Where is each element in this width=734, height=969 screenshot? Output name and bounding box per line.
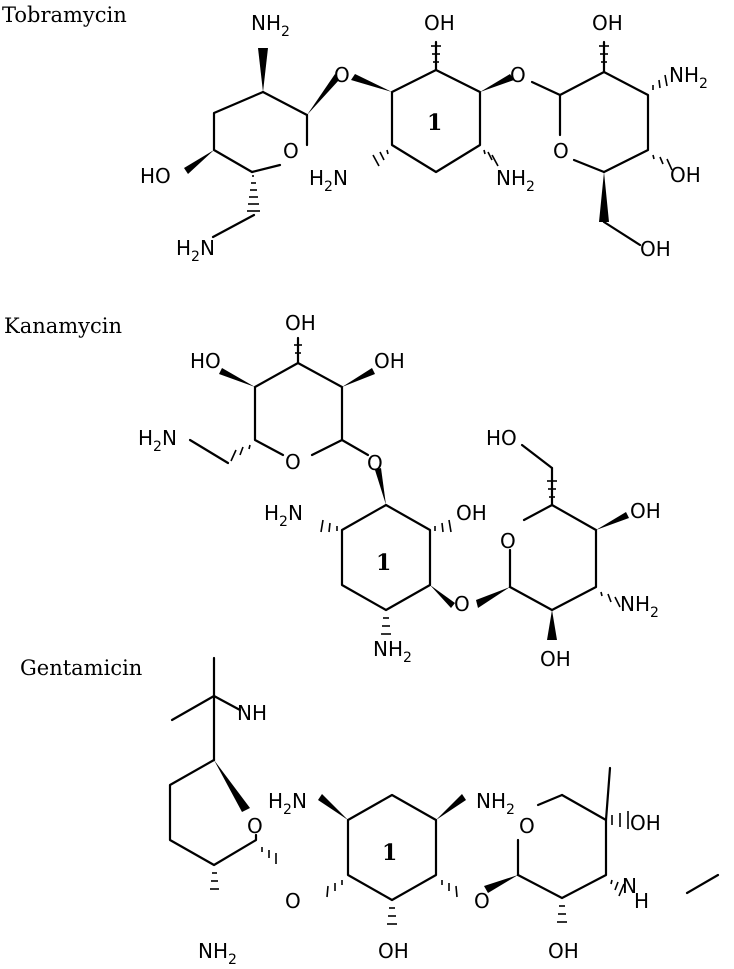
label-oh: OH <box>424 11 455 35</box>
label-oh: OH <box>540 647 571 671</box>
label-o: O <box>553 139 569 163</box>
gentamicin-right-sugar <box>484 766 720 923</box>
label-oh: OH <box>456 501 487 525</box>
label-h2n: H2N <box>268 789 307 818</box>
label-nh2: NH2 <box>476 789 515 818</box>
label-nh2: NH2 <box>669 63 708 92</box>
label-o: O <box>510 63 526 87</box>
label-nh2: NH2 <box>373 637 412 666</box>
label-ho: HO <box>190 349 221 373</box>
hash-bond <box>247 175 260 212</box>
gentamicin-central-ring: 1 <box>318 793 466 925</box>
label-oh: OH <box>548 939 579 963</box>
label-nh: NH <box>237 701 267 725</box>
title-kanamycin: Kanamycin <box>4 314 122 338</box>
label-oh: OH <box>640 237 671 261</box>
label-oh: OH <box>630 499 661 523</box>
label-o: O <box>454 592 470 616</box>
gentamicin-structure: Gentamicin <box>20 656 720 968</box>
hash-bond <box>557 905 567 923</box>
tobramycin-structure: Tobramycin <box>2 3 708 265</box>
label-n: N <box>622 874 637 898</box>
kanamycin-central-ring: 1 <box>320 468 455 635</box>
label-nh2: NH2 <box>496 166 535 195</box>
label-nh2: NH2 <box>251 11 290 40</box>
hash-bond <box>326 880 343 898</box>
title-gentamicin: Gentamicin <box>20 656 142 680</box>
label-h2n: H2N <box>138 426 177 455</box>
tobramycin-left-sugar <box>184 48 339 239</box>
hash-bond <box>210 872 219 890</box>
hash-bond <box>230 444 251 462</box>
tobramycin-right-sugar <box>530 40 673 247</box>
label-oh: OH <box>374 349 405 373</box>
kanamycin-top-sugar <box>188 336 375 465</box>
hash-bond <box>434 519 452 533</box>
label-oh: OH <box>378 939 409 963</box>
hash-bond <box>610 879 625 897</box>
hash-bond <box>320 519 338 533</box>
label-o: O <box>283 139 299 163</box>
hash-bond <box>387 907 397 925</box>
label-h: H <box>634 889 649 913</box>
hash-bond <box>652 154 673 171</box>
hash-bond <box>600 591 621 608</box>
hash-bond <box>294 344 302 354</box>
label-h2n: H2N <box>309 166 348 195</box>
hash-bond <box>431 45 441 63</box>
hash-bond <box>381 617 391 635</box>
label-h2n: H2N <box>176 236 215 265</box>
label-o: O <box>519 814 535 838</box>
hash-bond <box>652 74 668 90</box>
label-o: O <box>285 450 301 474</box>
label-o: O <box>334 63 350 87</box>
label-ho: HO <box>486 426 517 450</box>
label-oh: OH <box>670 163 701 187</box>
title-tobramycin: Tobramycin <box>2 3 127 27</box>
label-oh: OH <box>285 311 316 335</box>
label-oh: OH <box>592 11 623 35</box>
label-o: O <box>285 889 301 913</box>
label-o: O <box>367 451 383 475</box>
ring-label-1: 1 <box>376 550 391 576</box>
label-nh2: NH2 <box>620 592 659 621</box>
label-h2n: H2N <box>264 501 303 530</box>
gentamicin-left-sugar <box>168 656 277 890</box>
hash-bond <box>547 480 557 498</box>
hash-bond <box>441 880 458 898</box>
label-ho: HO <box>140 164 171 188</box>
label-o: O <box>247 814 263 838</box>
label-nh2: NH2 <box>198 939 237 968</box>
ring-label-1: 1 <box>382 840 397 866</box>
hash-bond <box>483 149 499 167</box>
kanamycin-right-sugar <box>476 443 629 640</box>
hash-bond <box>372 149 389 167</box>
hash-bond <box>261 847 277 864</box>
ring-label-1: 1 <box>427 110 442 136</box>
hash-bond <box>611 811 629 829</box>
kanamycin-structure: Kanamycin <box>4 311 661 671</box>
tobramycin-central-ring: 1 <box>351 40 514 174</box>
label-oh: OH <box>630 811 661 835</box>
label-o: O <box>500 529 516 553</box>
label-o: O <box>474 889 490 913</box>
